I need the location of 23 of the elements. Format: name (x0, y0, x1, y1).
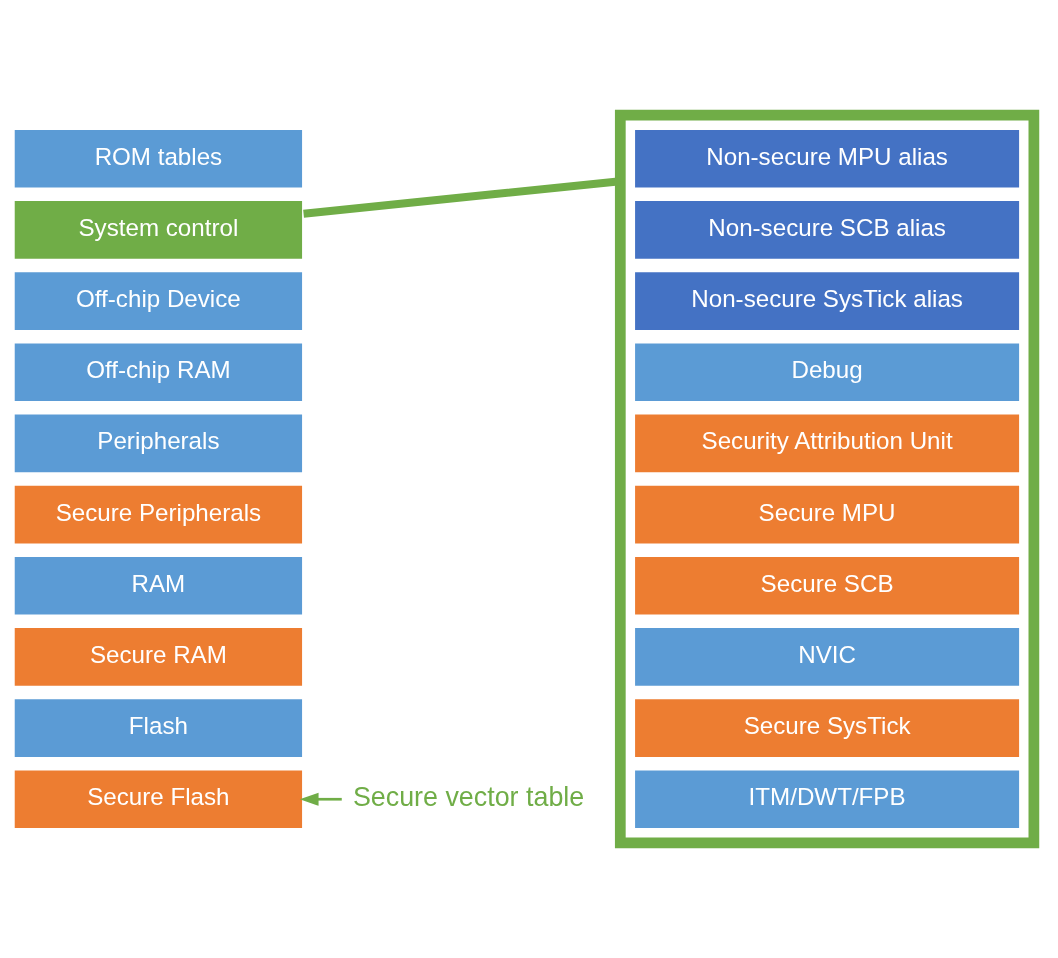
node-box: RAM (12, 554, 305, 618)
node-box: Secure Flash (12, 767, 305, 831)
node-box: Secure SysTick (632, 696, 1022, 760)
arrow (299, 792, 342, 806)
node-text: Secure vector table (352, 781, 585, 812)
node-box: Secure SCB (632, 554, 1022, 618)
node-box: Non-secure SCB alias (632, 198, 1022, 262)
node-box: System control (12, 198, 305, 262)
node-box: ROM tables (12, 127, 305, 191)
node-box: Off-chip RAM (12, 340, 305, 404)
node-box: Secure MPU (632, 483, 1022, 547)
node-box: Debug (632, 340, 1022, 404)
node-box: Secure Peripherals (12, 483, 305, 547)
node-box: ITM/DWT/FPB (632, 767, 1022, 831)
node-box: Peripherals (12, 411, 305, 475)
node-box: Secure RAM (12, 625, 305, 689)
node-box: Non-secure MPU alias (632, 127, 1022, 191)
node-box: Off-chip Device (12, 269, 305, 333)
cluster (614, 109, 1040, 849)
node-box: Security Attribution Unit (632, 411, 1022, 475)
node-box: NVIC (632, 625, 1022, 689)
node-box: Flash (12, 696, 305, 760)
node-box: Non-secure SysTick alias (632, 269, 1022, 333)
